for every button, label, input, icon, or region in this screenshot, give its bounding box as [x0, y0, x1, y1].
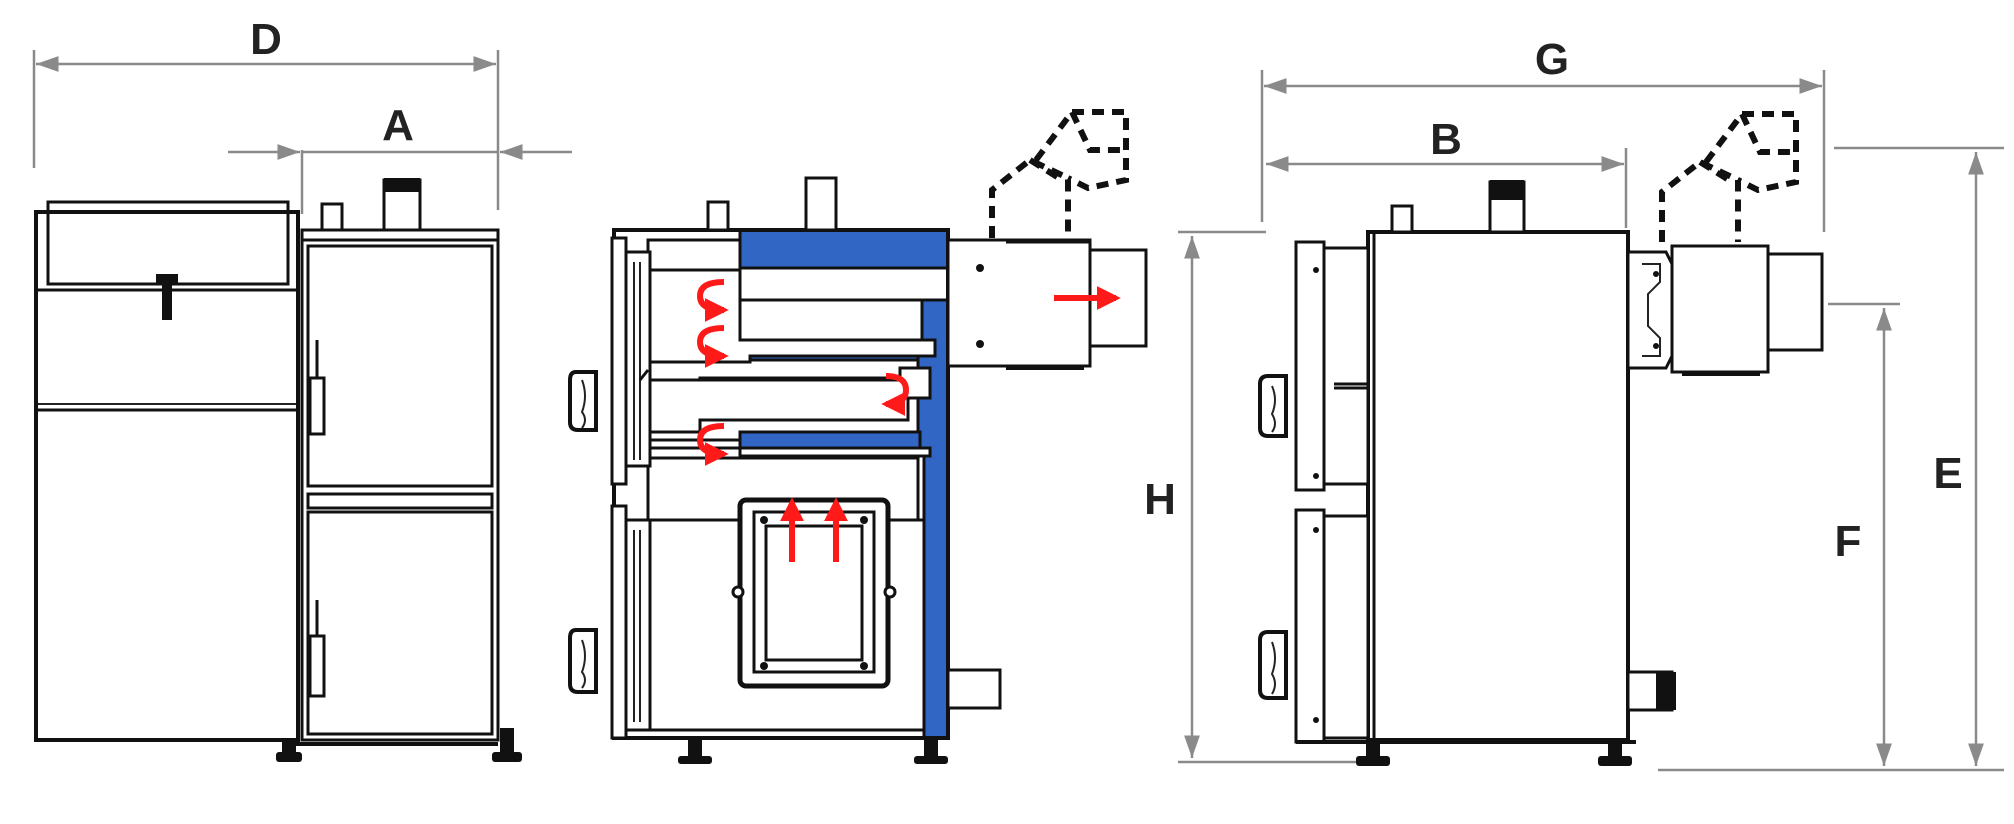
sensor-socket — [1390, 204, 1414, 234]
dimension-b: B — [1266, 115, 1628, 228]
lower-door-handle — [1258, 630, 1288, 700]
sensor-socket — [320, 202, 344, 232]
front-feet — [276, 728, 522, 762]
lower-door — [306, 510, 494, 736]
upper-door-handle — [1258, 374, 1288, 438]
dimension-h-label: H — [1144, 475, 1176, 524]
dimension-g: G — [1260, 35, 1826, 232]
lower-door-handle — [308, 634, 326, 698]
upper-door-handle — [308, 376, 326, 436]
dimension-a-label: A — [382, 101, 414, 150]
dimension-e-label: E — [1933, 449, 1962, 498]
dimension-d: D — [32, 15, 500, 210]
side-body — [1366, 230, 1630, 742]
sensor-socket — [706, 200, 730, 232]
hopper-lid-handle — [162, 274, 172, 320]
lower-door — [1294, 508, 1326, 744]
side-feet — [1296, 740, 1636, 766]
fuel-hopper — [34, 200, 300, 742]
dimension-a: A — [228, 101, 572, 214]
dimension-f: F — [1828, 302, 1900, 766]
dimension-d-label: D — [250, 15, 282, 64]
dimension-h: H — [1144, 230, 1356, 764]
return-pipe — [946, 668, 1002, 710]
upper-door — [306, 244, 494, 488]
flue-gas-flow-arrows — [696, 279, 1121, 562]
side-view — [1258, 111, 1824, 766]
side-flue-outlet — [1626, 111, 1824, 376]
dimension-e: E — [1658, 146, 2004, 772]
boiler-front-body — [300, 178, 500, 742]
upper-door — [1294, 240, 1326, 492]
dimension-b-label: B — [1430, 115, 1462, 164]
combustion-chamber-door — [731, 497, 897, 689]
front-view — [34, 178, 522, 762]
dimension-f-label: F — [1835, 517, 1862, 566]
lower-door-handle — [568, 628, 598, 694]
section-view — [568, 109, 1148, 764]
upper-door-handle — [568, 370, 598, 432]
upper-door — [610, 236, 628, 486]
dimension-g-label: G — [1535, 35, 1569, 84]
lower-door — [610, 504, 628, 740]
flow-pipe — [804, 176, 838, 232]
section-feet — [678, 738, 948, 764]
section-shell — [568, 228, 950, 740]
dimension-lines: D A G B H — [32, 15, 2004, 772]
flue-outlet — [946, 109, 1148, 370]
